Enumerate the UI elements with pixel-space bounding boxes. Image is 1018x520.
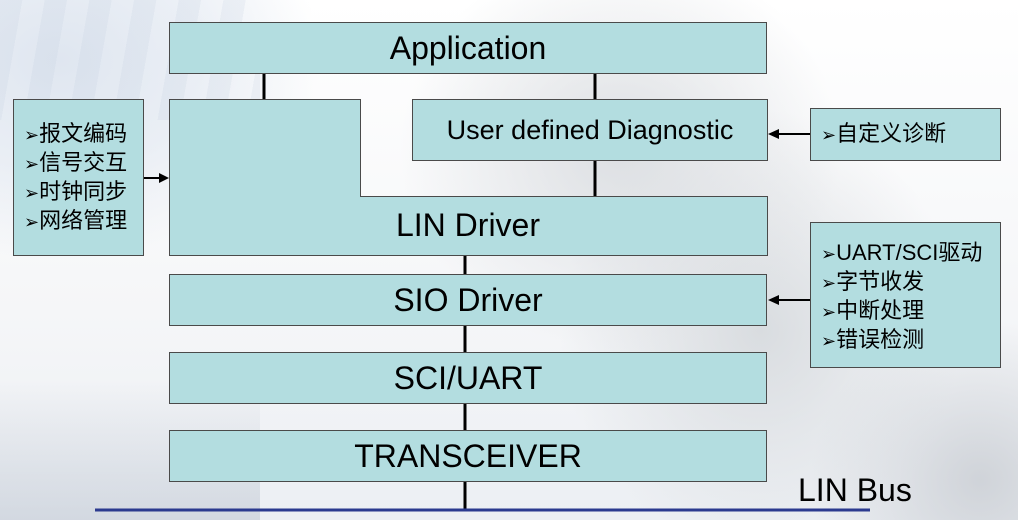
application-block: Application bbox=[169, 22, 767, 74]
list-item: ➢时钟同步 bbox=[24, 178, 143, 207]
list-item: ➢信号交互 bbox=[24, 149, 143, 178]
list-item: ➢自定义诊断 bbox=[821, 120, 1000, 149]
list-item: ➢UART/SCI驱动 bbox=[821, 239, 1000, 268]
application-label: Application bbox=[389, 29, 547, 66]
list-item: ➢网络管理 bbox=[24, 207, 143, 236]
bullet-arrow-icon: ➢ bbox=[821, 244, 837, 264]
bullet-arrow-icon: ➢ bbox=[821, 273, 837, 293]
lin-driver-block bbox=[169, 99, 768, 256]
bullet-arrow-icon: ➢ bbox=[821, 125, 837, 145]
bullet-arrow-icon: ➢ bbox=[24, 125, 40, 145]
right-bottom-item-label: 字节收发 bbox=[836, 269, 925, 294]
right-bottom-item-label: 错误检测 bbox=[836, 327, 925, 352]
user-diagnostic-block: User defined Diagnostic bbox=[412, 99, 768, 161]
sio-feature-panel: ➢UART/SCI驱动 ➢字节收发 ➢中断处理 ➢错误检测 bbox=[810, 222, 1001, 368]
lin-bus-label: LIN Bus bbox=[798, 472, 912, 508]
right-bottom-item-label: UART/SCI驱动 bbox=[836, 240, 983, 265]
arrow-sio-input-head bbox=[768, 295, 779, 305]
list-item: ➢错误检测 bbox=[821, 326, 1000, 355]
bullet-arrow-icon: ➢ bbox=[24, 183, 40, 203]
arrow-diag-input-head bbox=[768, 129, 779, 139]
transceiver-label: TRANSCEIVER bbox=[354, 437, 582, 474]
list-item: ➢报文编码 bbox=[24, 120, 143, 149]
sci-uart-block: SCI/UART bbox=[169, 352, 767, 404]
sci-uart-label: SCI/UART bbox=[393, 359, 543, 396]
list-item: ➢字节收发 bbox=[821, 268, 1000, 297]
bullet-arrow-icon: ➢ bbox=[24, 154, 40, 174]
bullet-arrow-icon: ➢ bbox=[24, 212, 40, 232]
arrow-left-to-lin-head bbox=[159, 173, 169, 183]
list-item: ➢中断处理 bbox=[821, 297, 1000, 326]
bullet-arrow-icon: ➢ bbox=[821, 331, 837, 351]
right-bottom-item-label: 中断处理 bbox=[836, 298, 925, 323]
sio-driver-label: SIO Driver bbox=[393, 281, 543, 318]
transceiver-block: TRANSCEIVER bbox=[169, 430, 767, 482]
right-top-item-label: 自定义诊断 bbox=[836, 121, 947, 146]
left-item-label: 报文编码 bbox=[39, 121, 128, 146]
sio-driver-block: SIO Driver bbox=[169, 274, 767, 326]
left-item-label: 网络管理 bbox=[39, 208, 128, 233]
lin-driver-label: LIN Driver bbox=[395, 206, 540, 243]
left-item-label: 信号交互 bbox=[39, 150, 128, 175]
diagnostic-feature-panel: ➢自定义诊断 bbox=[810, 108, 1001, 161]
left-feature-panel: ➢报文编码 ➢信号交互 ➢时钟同步 ➢网络管理 bbox=[13, 99, 144, 256]
bullet-arrow-icon: ➢ bbox=[821, 302, 837, 322]
user-diagnostic-label: User defined Diagnostic bbox=[446, 114, 734, 145]
left-item-label: 时钟同步 bbox=[39, 179, 128, 204]
